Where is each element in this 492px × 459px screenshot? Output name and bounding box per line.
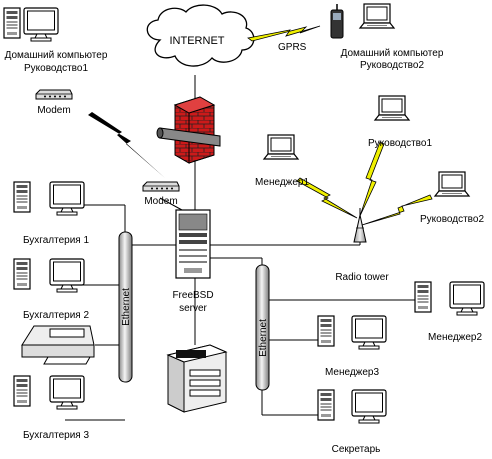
- firewall-icon: [156, 96, 221, 164]
- home1-line2: Руководство1: [24, 63, 88, 74]
- home1-line1: Домашний компьютер: [5, 50, 108, 61]
- home2-line2: Руководство2: [360, 60, 424, 71]
- workstation-buh2: Бухгалтерия 2: [13, 258, 90, 321]
- server-label-2: server: [179, 303, 207, 314]
- monitor-icon: [449, 281, 485, 316]
- modem-icon: [35, 89, 73, 100]
- monitor-icon: [351, 389, 387, 424]
- manager1-label: Менеджер1: [255, 177, 310, 188]
- server-modem: Modem: [142, 181, 180, 207]
- workstation-manager2: Менеджер2: [414, 281, 485, 343]
- monitor-icon: [49, 375, 85, 410]
- radio-tower-icon: [353, 208, 367, 243]
- modem-icon: [142, 181, 180, 192]
- server-label-1: FreeBSD: [172, 290, 213, 301]
- workstation-secretary: Секретарь: [317, 389, 387, 455]
- workstation-buh1: Бухгалтерия 1: [13, 181, 90, 246]
- boss2-label: Руководство2: [420, 214, 484, 225]
- tower-pc-icon: [3, 7, 21, 39]
- laptop-icon: [263, 134, 299, 160]
- ethernet-left-label: Ethernet: [121, 288, 132, 326]
- monitor-icon: [49, 258, 85, 293]
- home2-line1: Домашний компьютер: [341, 48, 444, 59]
- radio-tower-label: Radio tower: [335, 272, 389, 283]
- radio-tower: Radio tower: [335, 208, 389, 283]
- tower-pc-icon: [317, 389, 335, 421]
- gprs-lightning-icon: GPRS: [247, 25, 321, 53]
- cloud-label: INTERNET: [170, 35, 225, 47]
- server-modem-label: Modem: [144, 196, 177, 207]
- manager2-label: Менеджер2: [428, 332, 483, 343]
- monitor-icon: [23, 7, 59, 42]
- tower-pc-icon: [13, 181, 31, 213]
- laptop-icon: [434, 171, 470, 197]
- buh2-label: Бухгалтерия 2: [23, 310, 90, 321]
- laptop-boss2: Руководство2: [420, 171, 484, 225]
- manager3-label: Менеджер3: [325, 367, 380, 378]
- server-icon: [175, 209, 211, 279]
- ethernet-left-pipe: Ethernet: [118, 231, 133, 383]
- laptop-boss1: Руководство1: [368, 95, 432, 149]
- desktop-printer-icon: [21, 325, 95, 365]
- boss1-label: Руководство1: [368, 138, 432, 149]
- buh1-label: Бухгалтерия 1: [23, 235, 90, 246]
- ethernet-right-label: Ethernet: [258, 319, 269, 357]
- secretary-label: Секретарь: [332, 444, 381, 454]
- tower-pc-icon: [414, 281, 432, 313]
- mobile-phone-icon: [330, 4, 344, 39]
- monitor-icon: [49, 181, 85, 216]
- buh3-label: Бухгалтерия 3: [23, 430, 90, 441]
- network-printer-icon: [166, 344, 228, 413]
- tower-pc-icon: [317, 315, 335, 347]
- freebsd-server: FreeBSD server: [172, 209, 214, 314]
- dialup-lightning-icon: [88, 112, 165, 178]
- ethernet-right-pipe: Ethernet: [255, 264, 270, 391]
- monitor-icon: [351, 315, 387, 350]
- gprs-label: GPRS: [278, 42, 307, 53]
- wireless-lightning-icons: [296, 141, 433, 226]
- home-modem-label: Modem: [37, 105, 70, 116]
- home-computer-2: Домашний компьютер Руководство2: [341, 3, 444, 71]
- laptop-icon: [359, 3, 395, 29]
- workstation-buh3: Бухгалтерия 3: [13, 375, 90, 441]
- workstation-manager3: Менеджер3: [317, 315, 387, 378]
- home-computer-1: Домашний компьютер Руководство1: [3, 7, 108, 74]
- laptop-manager1: Менеджер1: [255, 134, 310, 188]
- laptop-icon: [374, 95, 410, 121]
- tower-pc-icon: [13, 258, 31, 290]
- home-modem: Modem: [35, 89, 73, 116]
- internet-cloud: INTERNET: [146, 4, 255, 67]
- tower-pc-icon: [13, 375, 31, 407]
